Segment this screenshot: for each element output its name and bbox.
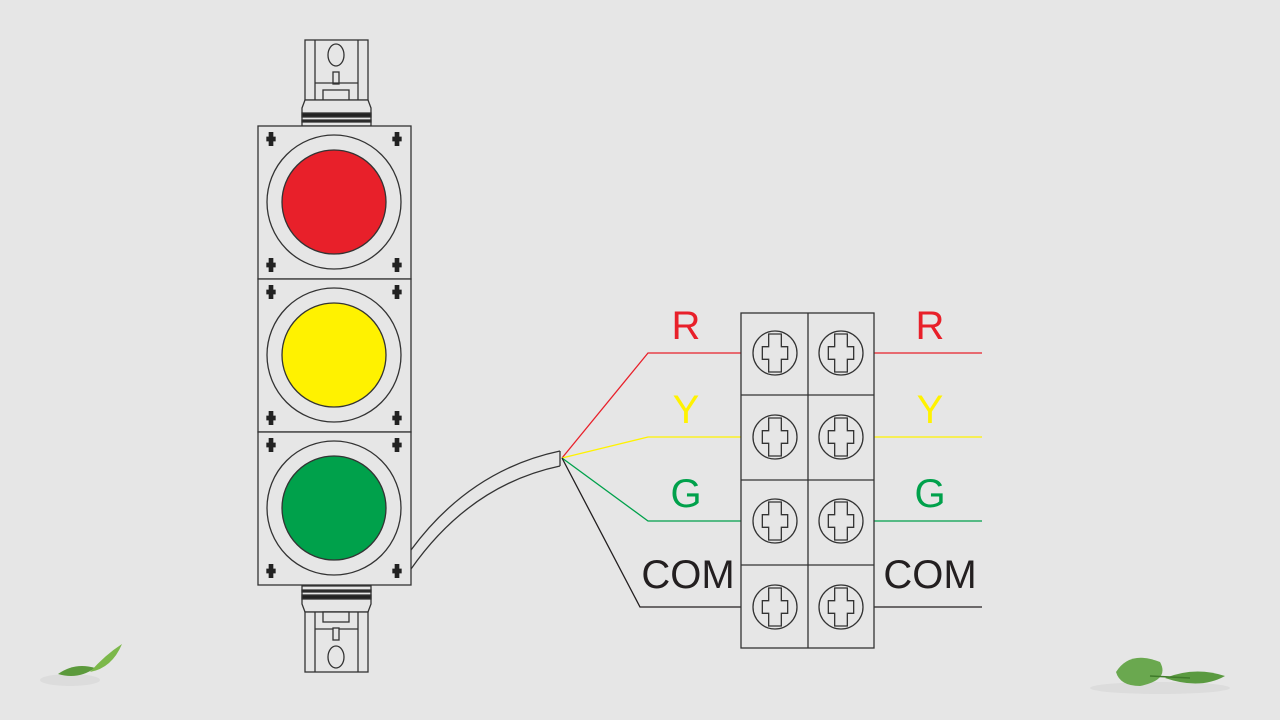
wire-label-left: COM: [641, 553, 734, 597]
screw-icon: [266, 564, 276, 579]
lamp-section-green: [257, 431, 412, 586]
screw-icon: [266, 258, 276, 272]
terminal-screw-icon: [752, 498, 798, 544]
signal-housing: [257, 125, 412, 586]
terminal-screw-icon: [818, 498, 864, 544]
terminal-screw-icon: [752, 584, 798, 630]
terminal-block: [740, 312, 875, 649]
terminal-screw-icon: [818, 584, 864, 630]
screw-icon: [392, 438, 402, 452]
wire-label-left: G: [670, 472, 701, 516]
wire-label-right: Y: [917, 388, 944, 432]
wire-label-right: COM: [883, 553, 976, 597]
cable: [410, 450, 561, 570]
lamp-yellow: [281, 302, 387, 408]
screw-icon: [392, 132, 402, 147]
wire-label-left: Y: [673, 388, 700, 432]
terminal-screw-icon: [818, 330, 864, 376]
wire-label-left: R: [672, 304, 701, 348]
lamp-section-red: [257, 125, 412, 280]
screw-icon: [266, 132, 276, 147]
screw-icon: [392, 411, 402, 425]
top-mounting-bracket: [301, 39, 372, 127]
screw-icon: [266, 438, 276, 452]
terminal-screw-icon: [752, 330, 798, 376]
terminal-screw-icon: [752, 414, 798, 460]
screw-icon: [392, 564, 402, 579]
wire-label-right: G: [914, 472, 945, 516]
leaf-decoration-right: [1090, 657, 1230, 694]
screw-icon: [392, 258, 402, 272]
terminal-screw-icon: [818, 414, 864, 460]
lamp-green: [281, 455, 387, 561]
lamp-red: [281, 149, 387, 255]
screw-icon: [266, 285, 276, 299]
bottom-mounting-bracket: [301, 585, 372, 673]
wire-com: COM COM: [561, 457, 982, 608]
screw-icon: [266, 411, 276, 425]
lamp-section-yellow: [257, 278, 412, 433]
leaf-decoration-left: [40, 644, 122, 686]
screw-icon: [392, 285, 402, 299]
wire-label-right: R: [916, 304, 945, 348]
